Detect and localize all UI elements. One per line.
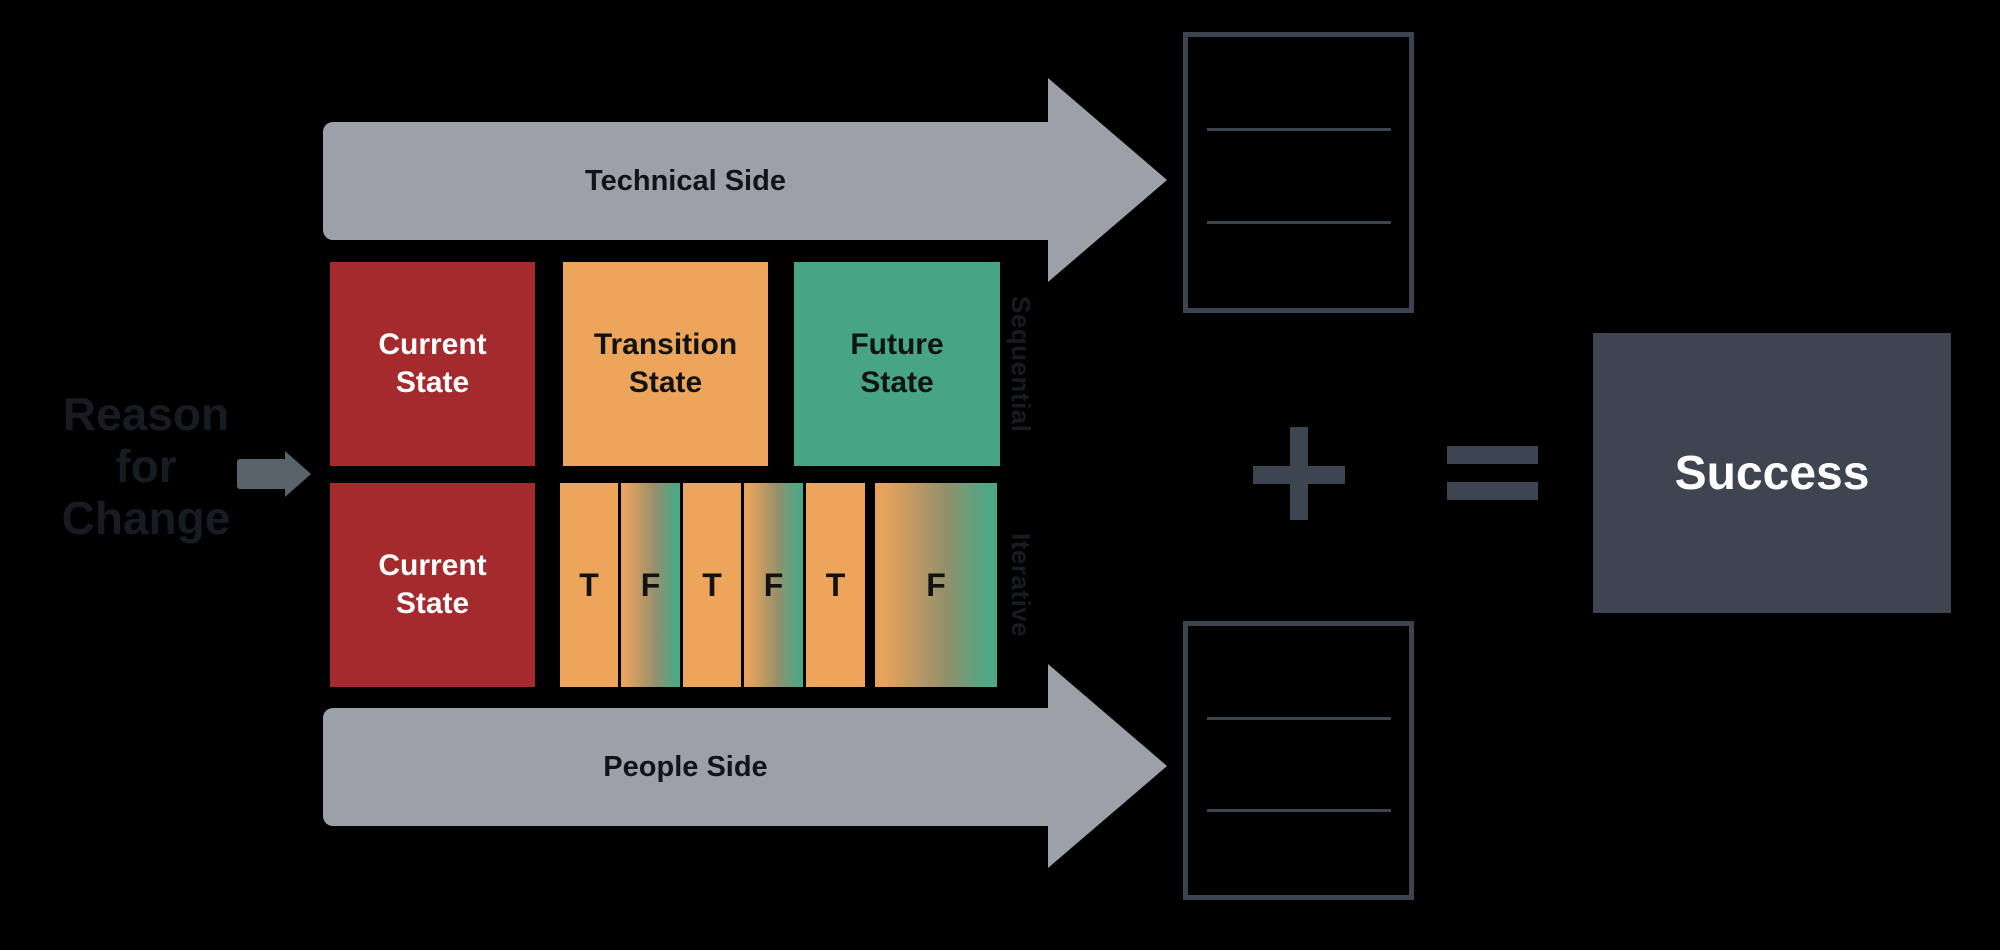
- technical-arrow-body: Technical Side: [323, 122, 1048, 240]
- people-arrow-body: People Side: [323, 708, 1048, 826]
- plus-vertical-bar: [1290, 427, 1308, 520]
- document-line: [1207, 809, 1391, 812]
- plus-icon: [1253, 427, 1345, 520]
- strip-label: T: [579, 566, 599, 603]
- reason-arrow-head: [285, 451, 311, 497]
- technical-arrow-head-icon: [1048, 78, 1167, 282]
- equals-top-bar: [1447, 446, 1538, 464]
- iterative-side-label: Iterative: [1006, 532, 1036, 638]
- sequential-transition-state-box: Transition State: [563, 262, 768, 466]
- strip-label: T: [825, 566, 846, 603]
- success-box: Success: [1593, 333, 1951, 613]
- iteration-strip-technical-1: T: [560, 483, 618, 687]
- success-label: Success: [1674, 446, 1870, 500]
- strip-label: F: [926, 566, 946, 603]
- people-arrow-head-icon: [1048, 664, 1167, 868]
- strip-label: F: [763, 566, 784, 603]
- iterative-current-state-box: Current State: [330, 483, 535, 687]
- reason-for-change-label: Reason for Change: [61, 388, 231, 544]
- strip-label: F: [640, 566, 661, 603]
- technical-side-label: Technical Side: [585, 164, 786, 197]
- sequential-future-state-box: Future State: [794, 262, 1000, 466]
- document-line: [1207, 128, 1391, 131]
- iteration-strip-future-1: F: [621, 483, 680, 687]
- equals-bottom-bar: [1447, 482, 1538, 500]
- people-side-label: People Side: [603, 750, 768, 783]
- document-line: [1207, 717, 1391, 720]
- equals-icon: [1447, 446, 1538, 501]
- reason-arrow-body: [237, 459, 285, 489]
- iteration-strip-technical-2: T: [683, 483, 741, 687]
- sequential-current-state-box: Current State: [330, 262, 535, 466]
- strip-label: T: [702, 566, 722, 603]
- technical-output-document: [1183, 32, 1414, 313]
- document-line: [1207, 221, 1391, 224]
- iteration-strip-future-2: F: [744, 483, 803, 687]
- sequential-side-label: Sequential: [1006, 295, 1036, 433]
- iteration-strip-future-3: F: [875, 483, 997, 687]
- people-output-document: [1183, 621, 1414, 900]
- iteration-strip-technical-3: T: [806, 483, 865, 687]
